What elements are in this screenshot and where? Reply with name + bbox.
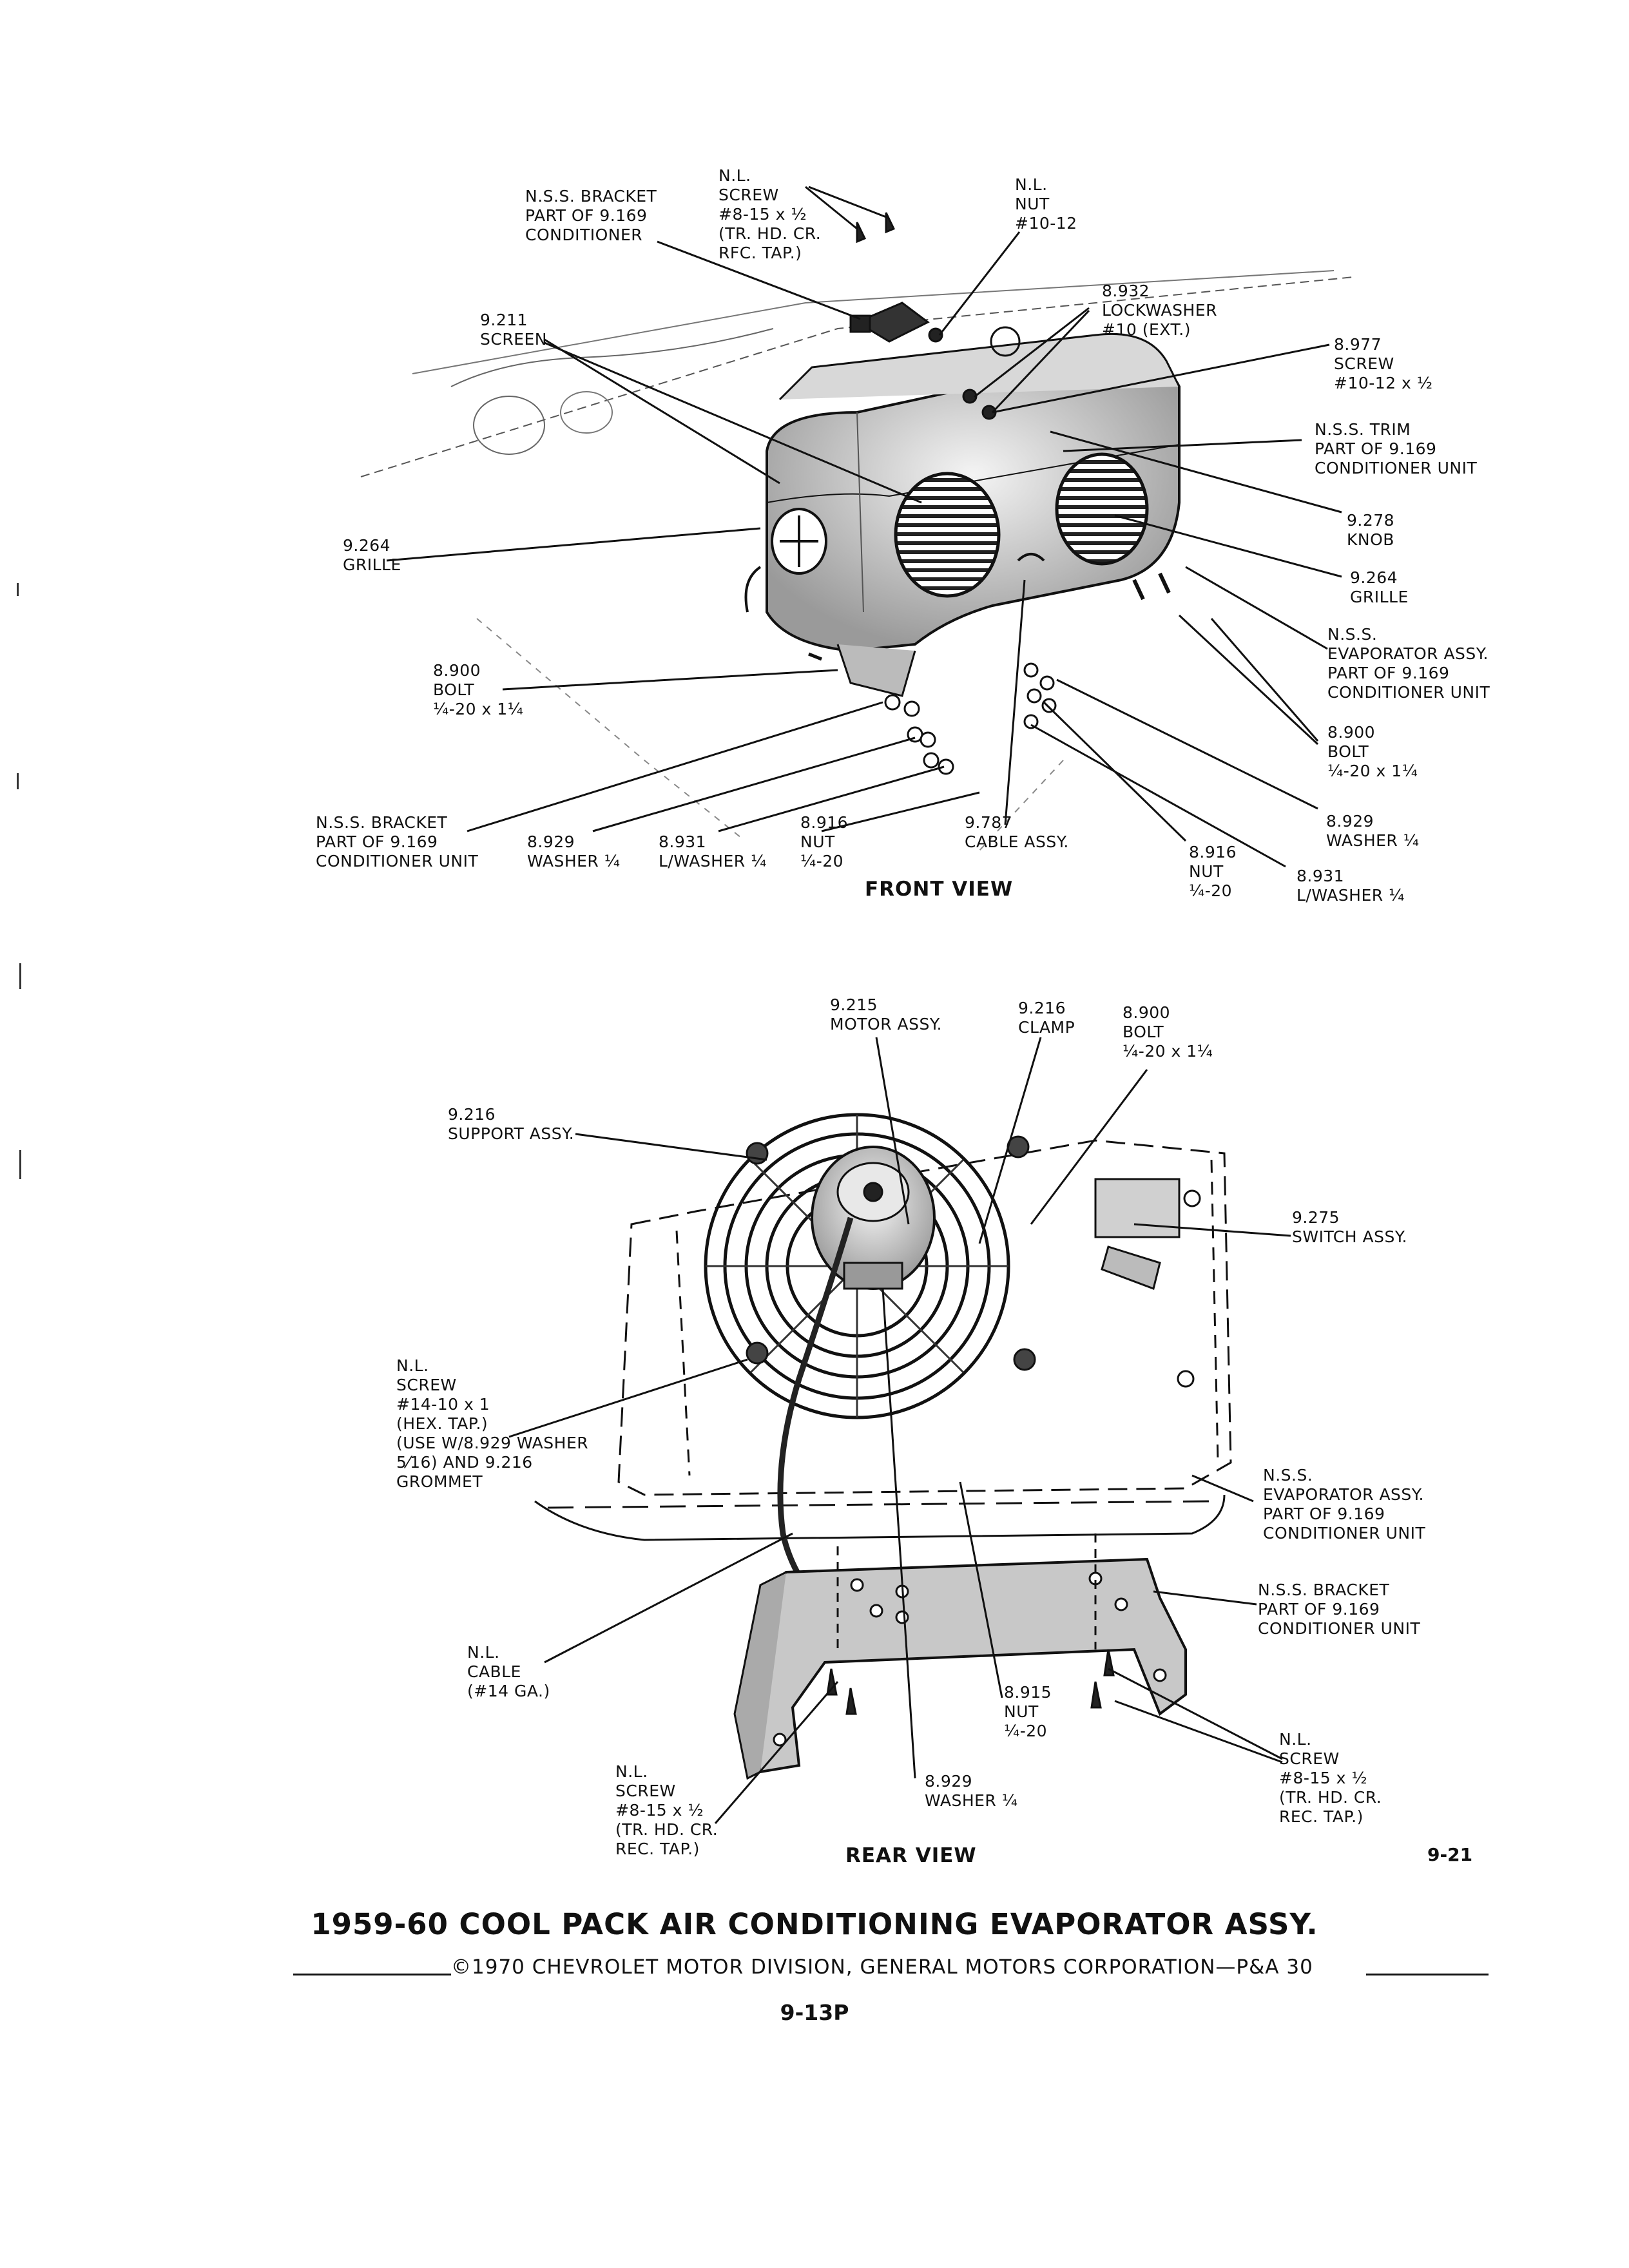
rear-view-heading: REAR VIEW — [845, 1844, 977, 1867]
label-screen: 9.211 SCREEN — [480, 311, 547, 349]
label-cable-assy: 9.787 CABLE ASSY. — [965, 813, 1069, 851]
label-nl-cable: N.L. CABLE (#14 GA.) — [467, 1643, 550, 1700]
rule-right — [1366, 1974, 1489, 1975]
label-nut-left: 8.916 NUT ¼-20 — [800, 813, 849, 870]
label-nut-right: 8.916 NUT ¼-20 — [1189, 843, 1237, 900]
front-view-drawing — [360, 186, 1354, 868]
label-nss-evap-rear: N.S.S. EVAPORATOR ASSY. PART OF 9.169 CO… — [1263, 1466, 1426, 1542]
margin-mark — [17, 583, 19, 596]
label-screw-8977: 8.977 SCREW #10-12 x ½ — [1334, 335, 1433, 392]
label-grille-right: 9.264 GRILLE — [1350, 568, 1409, 606]
label-washer-right: 8.929 WASHER ¼ — [1326, 812, 1420, 850]
label-nl-nut: N.L. NUT #10-12 — [1015, 175, 1077, 233]
label-lwasher-right: 8.931 L/WASHER ¼ — [1296, 867, 1405, 905]
label-switch-assy: 9.275 SWITCH ASSY. — [1292, 1208, 1407, 1246]
label-grille-left: 9.264 GRILLE — [343, 536, 401, 574]
label-nl-screw-left: N.L. SCREW #8-15 x ½ (TR. HD. CR. REC. T… — [615, 1762, 718, 1858]
label-nss-evap-top: N.S.S. EVAPORATOR ASSY. PART OF 9.169 CO… — [1327, 625, 1490, 702]
label-bolt-left: 8.900 BOLT ¼-20 x 1¼ — [433, 661, 524, 718]
label-lockwasher: 8.932 LOCKWASHER #10 (EXT.) — [1102, 282, 1217, 339]
label-support-assy: 9.216 SUPPORT ASSY. — [448, 1105, 575, 1143]
label-nss-trim: N.S.S. TRIM PART OF 9.169 CONDITIONER UN… — [1315, 420, 1478, 477]
label-motor-assy: 9.215 MOTOR ASSY. — [830, 995, 943, 1033]
label-nl-screw-right: N.L. SCREW #8-15 x ½ (TR. HD. CR. REC. T… — [1279, 1730, 1382, 1826]
label-washer-rear: 8.929 WASHER ¼ — [925, 1772, 1018, 1810]
copyright-line: ©1970 CHEVROLET MOTOR DIVISION, GENERAL … — [451, 1956, 1313, 1979]
label-bolt-right: 8.900 BOLT ¼-20 x 1¼ — [1327, 723, 1418, 780]
label-nss-bracket-front: N.S.S. BRACKET PART OF 9.169 CONDITIONER… — [316, 813, 479, 870]
label-nl-screw-top: N.L. SCREW #8-15 x ½ (TR. HD. CR. RFC. T… — [718, 166, 822, 262]
label-nss-bracket-rear: N.S.S. BRACKET PART OF 9.169 CONDITIONER… — [1258, 1581, 1421, 1638]
front-view-heading: FRONT VIEW — [865, 878, 1014, 901]
rear-view-drawing — [508, 1037, 1291, 1824]
label-clamp: 9.216 CLAMP — [1018, 999, 1075, 1037]
page-ref: 9-21 — [1427, 1844, 1473, 1865]
page-title: 1959-60 COOL PACK AIR CONDITIONING EVAPO… — [311, 1907, 1318, 1941]
label-lwasher-left: 8.931 L/WASHER ¼ — [659, 832, 767, 870]
label-nl-screw-hex: N.L. SCREW #14-10 x 1 (HEX. TAP.) (USE W… — [396, 1356, 589, 1491]
label-nss-bracket-top: N.S.S. BRACKET PART OF 9.169 CONDITIONER — [525, 187, 657, 244]
label-washer-left: 8.929 WASHER ¼ — [527, 832, 621, 870]
label-knob: 9.278 KNOB — [1347, 511, 1395, 549]
margin-mark — [17, 773, 19, 789]
page-number: 9-13P — [780, 2000, 849, 2025]
margin-mark — [19, 1150, 21, 1179]
label-bolt-rear: 8.900 BOLT ¼-20 x 1¼ — [1123, 1003, 1213, 1061]
rule-left — [293, 1974, 451, 1975]
label-nut-8915: 8.915 NUT ¼-20 — [1004, 1683, 1052, 1740]
margin-mark — [19, 963, 21, 989]
